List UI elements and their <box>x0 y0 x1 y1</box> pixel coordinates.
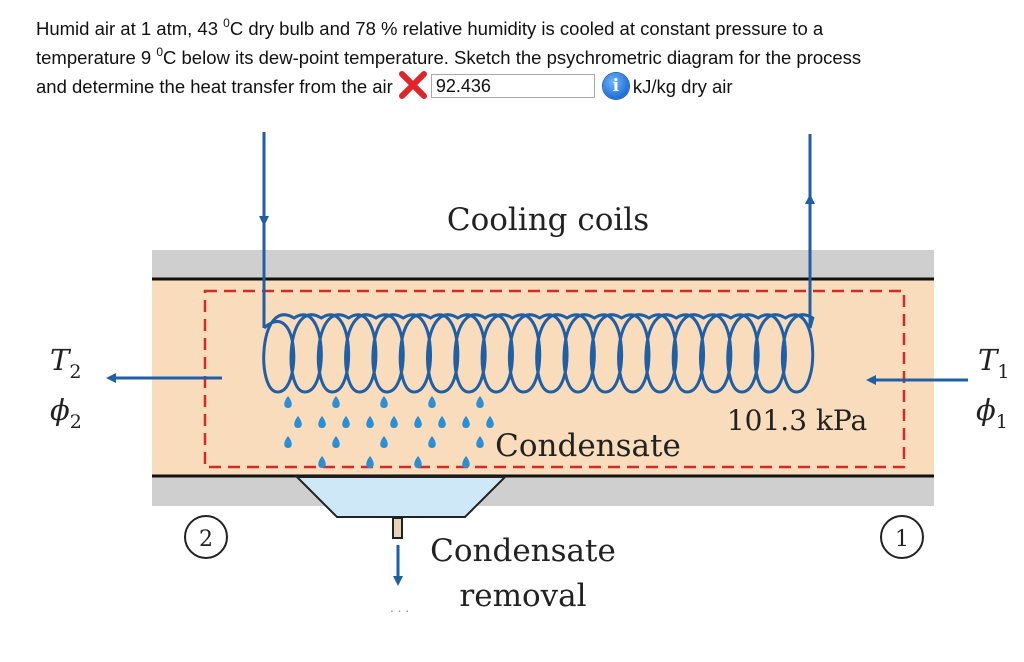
droplet-icon <box>486 416 494 428</box>
state-2-marker <box>184 515 228 559</box>
condensate-label: Condensate <box>495 428 681 464</box>
state-1-marker <box>880 515 924 559</box>
condensate-droplets <box>284 396 494 468</box>
droplet-icon <box>284 436 292 448</box>
droplet-icon <box>390 416 398 428</box>
duct-bottom-wall <box>152 476 934 506</box>
degree-superscript: 0 <box>223 16 230 30</box>
question-line3: and determine the heat transfer from the… <box>36 76 393 97</box>
droplet-icon <box>366 456 374 468</box>
droplet-icon <box>380 396 388 408</box>
droplet-icon <box>284 396 292 408</box>
drain-pipe <box>392 517 403 539</box>
outlet-humidity-subscript: 2 <box>70 411 82 433</box>
incorrect-x-icon <box>398 71 427 100</box>
question-line1-pre: Humid air at 1 atm, 43 <box>36 18 224 39</box>
outlet-humidity-symbol: ϕ2 <box>50 393 82 433</box>
cooling-coil <box>262 313 815 394</box>
state-1-number: 1 <box>895 527 909 552</box>
condensate-removal-line2: removal <box>459 578 586 614</box>
condensate-tray <box>294 476 508 518</box>
droplet-icon <box>318 456 326 468</box>
droplet-icon <box>428 396 436 408</box>
answer-input[interactable] <box>430 74 595 99</box>
question-line2-post: C below its dew-point temperature. Sketc… <box>163 47 862 68</box>
pressure-label: 101.3 kPa <box>727 404 867 437</box>
duct-top-wall <box>152 250 934 278</box>
inlet-humidity-symbol: ϕ1 <box>976 393 1008 433</box>
cooling-coils-label: Cooling coils <box>447 202 649 238</box>
droplet-icon <box>380 436 388 448</box>
outlet-temperature-symbol: T2 <box>50 343 81 383</box>
degree-superscript: 0 <box>156 45 164 59</box>
droplet-icon <box>462 416 470 428</box>
state-2-number: 2 <box>199 527 213 552</box>
condensate-removal-line1: Condensate <box>430 533 616 569</box>
question-line1-mid: C dry bulb and 78 % relative humidity is… <box>229 18 824 39</box>
question-text: Humid air at 1 atm, 43 0C dry bulb and 7… <box>36 14 1011 101</box>
droplet-icon <box>342 416 350 428</box>
info-icon[interactable]: i <box>602 73 629 100</box>
droplet-icon <box>428 436 436 448</box>
droplet-icon <box>438 416 446 428</box>
coil-loops <box>262 313 815 394</box>
droplet-icon <box>462 456 470 468</box>
droplet-icon <box>414 456 422 468</box>
question-line2-pre: temperature 9 <box>36 47 157 68</box>
droplet-icon <box>414 416 422 428</box>
droplet-icon <box>332 396 340 408</box>
inlet-temperature-symbol: T1 <box>978 343 1009 383</box>
droplet-icon <box>476 436 484 448</box>
droplet-icon <box>318 416 326 428</box>
droplet-icon <box>294 416 302 428</box>
droplet-icon <box>366 416 374 428</box>
duct-air-passage <box>152 278 934 476</box>
droplet-icon <box>476 396 484 408</box>
inlet-temperature-subscript: 1 <box>997 361 1009 383</box>
droplet-icon <box>332 436 340 448</box>
unit-label: kJ/kg dry air <box>632 76 733 97</box>
drain-dots: . . . <box>390 601 409 615</box>
inlet-humidity-subscript: 1 <box>996 411 1008 433</box>
outlet-temperature-subscript: 2 <box>69 361 81 383</box>
